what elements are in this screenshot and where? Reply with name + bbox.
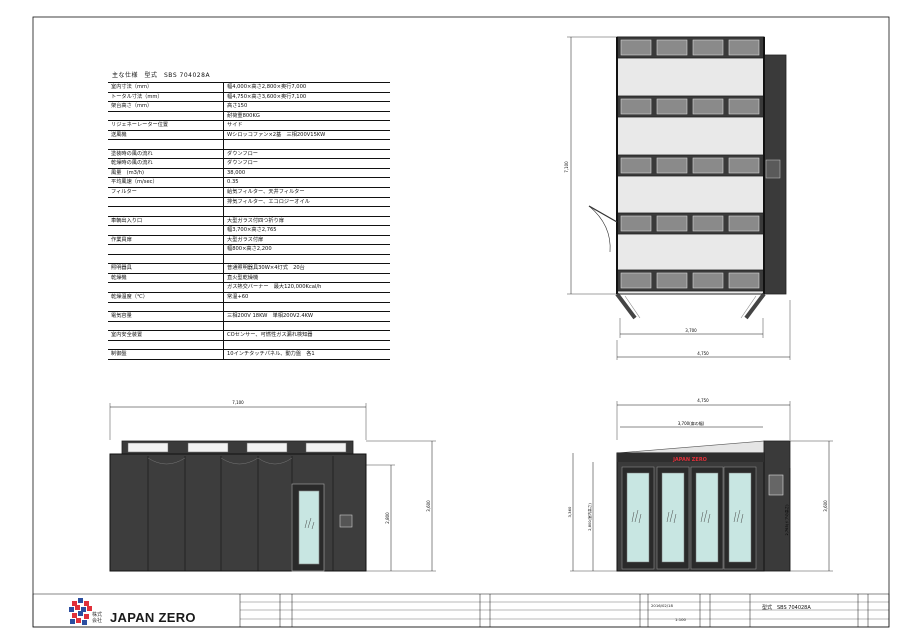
glass-glare	[700, 509, 711, 524]
front-door-glass	[695, 472, 719, 563]
plan-light-fixture	[656, 215, 688, 232]
front-h-dim-3: 2,765(ドアの高さ)	[784, 504, 789, 536]
logo-cell	[76, 618, 81, 623]
logo-cell	[70, 619, 75, 624]
plan-inner-width-dim: 3,700	[685, 328, 697, 333]
title-block	[32, 593, 890, 628]
front-elevation: 4,750 3,700(扉の幅) JAPAN ZERO 3,360 2,800(…	[567, 398, 833, 572]
front-total-width-dim: 4,750	[697, 398, 709, 403]
plan-light-fixture	[620, 98, 652, 115]
control-box	[339, 514, 353, 528]
logo-cell	[69, 607, 74, 612]
plan-light-fixture	[692, 215, 724, 232]
company-logo	[69, 598, 92, 625]
company-name: JAPAN ZERO	[110, 610, 196, 625]
side-length-dim: 7,100	[232, 400, 244, 405]
logo-cell	[72, 613, 77, 618]
spec-value: 10インチタッチパネル、動力盤 各1	[223, 349, 390, 360]
logo-cell	[75, 605, 80, 610]
side-roof-light	[127, 442, 169, 453]
plan-light-fixture	[620, 157, 652, 174]
drawing-model: 型式 SBS 704028A	[762, 605, 811, 611]
logo-cell	[72, 601, 77, 606]
plan-light-fixture	[620, 272, 652, 289]
front-door-glass	[661, 472, 685, 563]
side-total-height-dim: 3,600	[426, 500, 431, 512]
side-roof-light	[187, 442, 229, 453]
plan-light-fixture	[620, 215, 652, 232]
front-h-dim-1: 3,360	[567, 506, 572, 517]
side-duct-arc	[220, 457, 259, 465]
plan-light-fixture	[656, 272, 688, 289]
side-door-glass	[298, 490, 320, 565]
logo-cell	[78, 611, 83, 616]
plan-total-width-dim: 4,750	[697, 351, 709, 356]
plan-light-fixture	[620, 39, 652, 56]
front-door-glass	[728, 472, 752, 563]
front-signage: JAPAN ZERO	[672, 457, 707, 463]
side-elevation: 7,100 2,800 3,600	[109, 400, 436, 572]
plan-depth-dim: 7,100	[564, 161, 569, 173]
glass-glare	[631, 509, 642, 524]
plan-view: 7,100 3,700	[564, 36, 791, 360]
logo-cell	[84, 601, 89, 606]
logo-cell	[78, 598, 83, 603]
plan-light-fixture	[728, 98, 760, 115]
front-door-width-dim: 3,700(扉の幅)	[678, 420, 705, 426]
spec-key: 制御盤	[108, 349, 224, 360]
spec-title: 主な仕様 型式 SBS 704028A	[112, 72, 211, 79]
drawing-date: 2016/02/18	[651, 603, 673, 608]
plan-light-fixture	[728, 157, 760, 174]
front-total-height-dim: 3,600	[823, 500, 828, 512]
company-kabushiki: 株式会社	[92, 612, 103, 624]
logo-cell	[82, 620, 87, 625]
plan-light-fixture	[656, 157, 688, 174]
side-inner-height-dim: 2,800	[385, 512, 390, 524]
side-roof-light	[246, 442, 288, 453]
plan-light-fixture	[692, 272, 724, 289]
plan-light-fixture	[728, 272, 760, 289]
front-door-glass	[626, 472, 650, 563]
glass-glare	[733, 509, 744, 524]
drawing-scale: 1:100	[675, 617, 686, 622]
glass-glare	[666, 509, 677, 524]
front-h-dim-2: 2,800(室内高さ)	[587, 503, 592, 531]
plan-light-fixture	[656, 39, 688, 56]
plan-light-fixture	[656, 98, 688, 115]
plan-light-fixture	[728, 215, 760, 232]
side-duct-arc	[147, 457, 186, 465]
logo-cell	[87, 606, 92, 611]
plan-light-fixture	[728, 39, 760, 56]
logo-cell	[81, 607, 86, 612]
plan-light-fixture	[692, 98, 724, 115]
side-duct-arc	[257, 457, 293, 465]
plan-light-fixture	[692, 157, 724, 174]
logo-cell	[84, 614, 89, 619]
plan-light-fixture	[692, 39, 724, 56]
side-roof-light	[305, 442, 347, 453]
